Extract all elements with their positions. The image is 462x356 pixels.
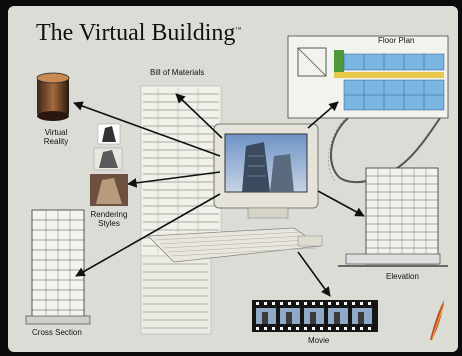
rendering-styles-thumbnails <box>90 123 128 206</box>
rendering-styles-label-line1: Rendering <box>90 210 128 219</box>
virtual-reality-label-line1: Virtual <box>44 128 68 137</box>
elevation-drawing <box>338 167 448 267</box>
virtual-reality-label: Virtual Reality <box>38 128 74 146</box>
diagram-art <box>25 35 449 341</box>
trademark-mark: ™ <box>235 27 242 33</box>
bill-of-materials-label: Bill of Materials <box>150 68 205 77</box>
virtual-reality-label-line2: Reality <box>43 137 69 146</box>
title-text: The Virtual Building <box>36 20 236 46</box>
connection-arrows <box>73 93 365 297</box>
virtual-building-slide: The Virtual Building™ <box>8 6 458 352</box>
floor-plan-label: Floor Plan <box>378 36 415 45</box>
rendering-styles-label: Rendering Styles <box>86 210 132 228</box>
floor-plan-drawing <box>287 35 449 183</box>
rendering-styles-label-line2: Styles <box>98 219 120 228</box>
cross-section-drawing <box>25 209 91 325</box>
movie-label: Movie <box>308 336 330 345</box>
movie-filmstrip <box>252 300 378 332</box>
virtual-reality-drum <box>36 72 70 121</box>
computer-workstation <box>147 123 323 263</box>
elevation-label: Elevation <box>386 272 419 281</box>
cross-section-label: Cross Section <box>32 328 82 337</box>
slide-title: The Virtual Building™ <box>36 20 241 47</box>
feather-logo <box>430 300 445 341</box>
bill-of-materials-sheet <box>140 85 222 335</box>
